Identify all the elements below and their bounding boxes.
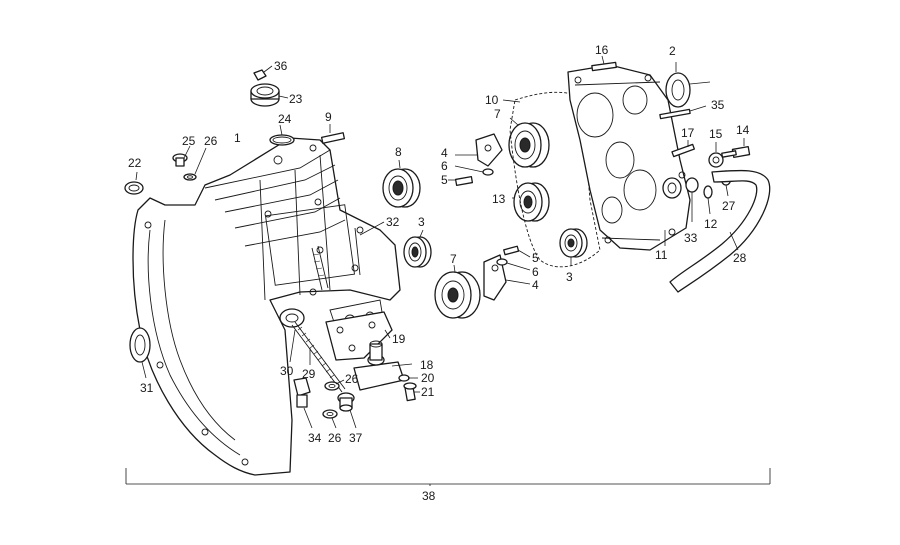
callout-8: 8: [395, 145, 402, 159]
callout-3a: 3: [418, 215, 425, 229]
part-35-screw: [659, 105, 707, 120]
callout-14: 14: [736, 123, 750, 137]
part-4-retainer-lower: [483, 254, 531, 301]
callout-19: 19: [392, 332, 406, 346]
part-3-bearing-left: [403, 229, 432, 268]
callout-26a: 26: [204, 134, 218, 148]
callout-35: 35: [711, 98, 725, 112]
callout-30: 30: [280, 364, 294, 378]
part-24-oring: [269, 124, 295, 146]
part-5-screw-lower: [503, 245, 531, 258]
part-9-dowel: [320, 124, 346, 144]
callout-28: 28: [733, 251, 747, 265]
callout-36: 36: [274, 59, 288, 73]
callout-33: 33: [684, 231, 698, 245]
callout-7b: 7: [450, 252, 457, 266]
part-8-bearing: [382, 159, 421, 208]
callout-10: 10: [485, 93, 499, 107]
part-26-washer-lower: [322, 409, 338, 429]
part-33-fitting: [685, 177, 699, 222]
part-37-plug: [337, 392, 357, 429]
part-7-bearing-lower: [434, 264, 481, 319]
callout-13: 13: [492, 192, 506, 206]
callout-1: 1: [234, 131, 241, 145]
callout-6b: 6: [532, 265, 539, 279]
part-12-washer: [703, 185, 713, 215]
part-14-bolt: [721, 138, 751, 158]
part-16-screw: [591, 55, 617, 72]
callout-6a: 6: [441, 159, 448, 173]
rear-cover: [567, 64, 691, 251]
part-20-washer: [398, 374, 418, 382]
callout-3b: 3: [566, 270, 573, 284]
part-21-screw: [403, 382, 420, 402]
part-6-washer-upper: [454, 165, 494, 176]
callout-34: 34: [308, 431, 322, 445]
callout-17: 17: [681, 126, 695, 140]
callout-12: 12: [704, 217, 718, 231]
callout-24: 24: [278, 112, 292, 126]
callout-15: 15: [709, 127, 723, 141]
callout-21: 21: [421, 385, 435, 399]
part-5-screw-upper: [448, 176, 474, 186]
part-3-bearing-right: [559, 228, 588, 266]
callout-5b: 5: [532, 251, 539, 265]
callout-labels: 1 2 3 3 4 4 5 5 6 6 7 7 8 9 10 11 12 13 …: [128, 43, 750, 503]
part-2-seal: [665, 62, 711, 108]
callout-4a: 4: [441, 146, 448, 160]
part-13-bearing: [512, 182, 550, 222]
part-17-stud: [671, 140, 696, 158]
gearbox-housing: [132, 137, 401, 476]
part-34-plug: [293, 377, 313, 429]
part-29-30-shaft: [289, 321, 346, 393]
callout-9: 9: [325, 110, 332, 124]
part-26-washer-upper: [183, 147, 207, 181]
callout-27: 27: [722, 199, 736, 213]
callout-20: 20: [421, 371, 435, 385]
callout-7a: 7: [494, 107, 501, 121]
callout-29: 29: [302, 367, 316, 381]
callout-16: 16: [595, 43, 609, 57]
part-15-nut: [708, 142, 724, 168]
part-10-gasket: [502, 91, 601, 268]
part-18-cover: [353, 340, 413, 391]
callout-26c: 26: [328, 431, 342, 445]
callout-2: 2: [669, 44, 676, 58]
part-22-seal: [124, 171, 144, 195]
part-32-rod: [311, 221, 385, 291]
callout-38: 38: [422, 489, 436, 503]
callout-5a: 5: [441, 173, 448, 187]
assembly-bracket: [125, 468, 771, 486]
callout-25: 25: [182, 134, 196, 148]
part-4-retainer-upper: [455, 133, 503, 167]
part-26-washer-mid: [324, 379, 345, 391]
part-6-washer-lower: [496, 258, 531, 271]
part-25-breather: [172, 145, 191, 167]
part-7-bearing-upper: [508, 117, 550, 168]
callout-31: 31: [140, 381, 154, 395]
callout-22: 22: [128, 156, 142, 170]
part-23-plug: [250, 83, 289, 107]
callout-4b: 4: [532, 278, 539, 292]
callout-11: 11: [655, 248, 668, 262]
part-36-cap: [253, 65, 273, 81]
callout-37: 37: [349, 431, 363, 445]
callout-18: 18: [420, 358, 434, 372]
part-28-hose: [669, 169, 771, 293]
callout-23: 23: [289, 92, 303, 106]
part-31-seal: [129, 327, 151, 379]
callout-32: 32: [386, 215, 400, 229]
callout-26b: 26: [345, 372, 359, 386]
